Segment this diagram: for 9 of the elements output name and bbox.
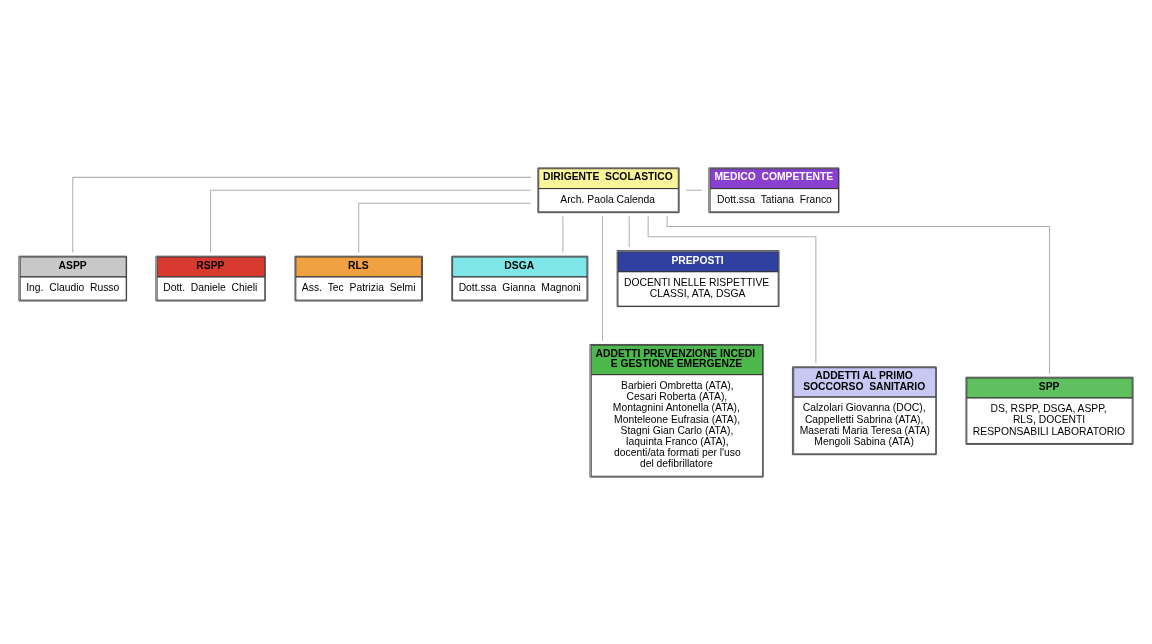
connector: [358, 202, 532, 253]
connector: [562, 215, 564, 253]
connector: [601, 215, 603, 341]
connector: [685, 189, 703, 191]
connector: [210, 189, 532, 253]
connector: [666, 215, 1051, 374]
connector: [72, 176, 532, 253]
connector: [628, 215, 630, 248]
connector: [647, 215, 817, 364]
